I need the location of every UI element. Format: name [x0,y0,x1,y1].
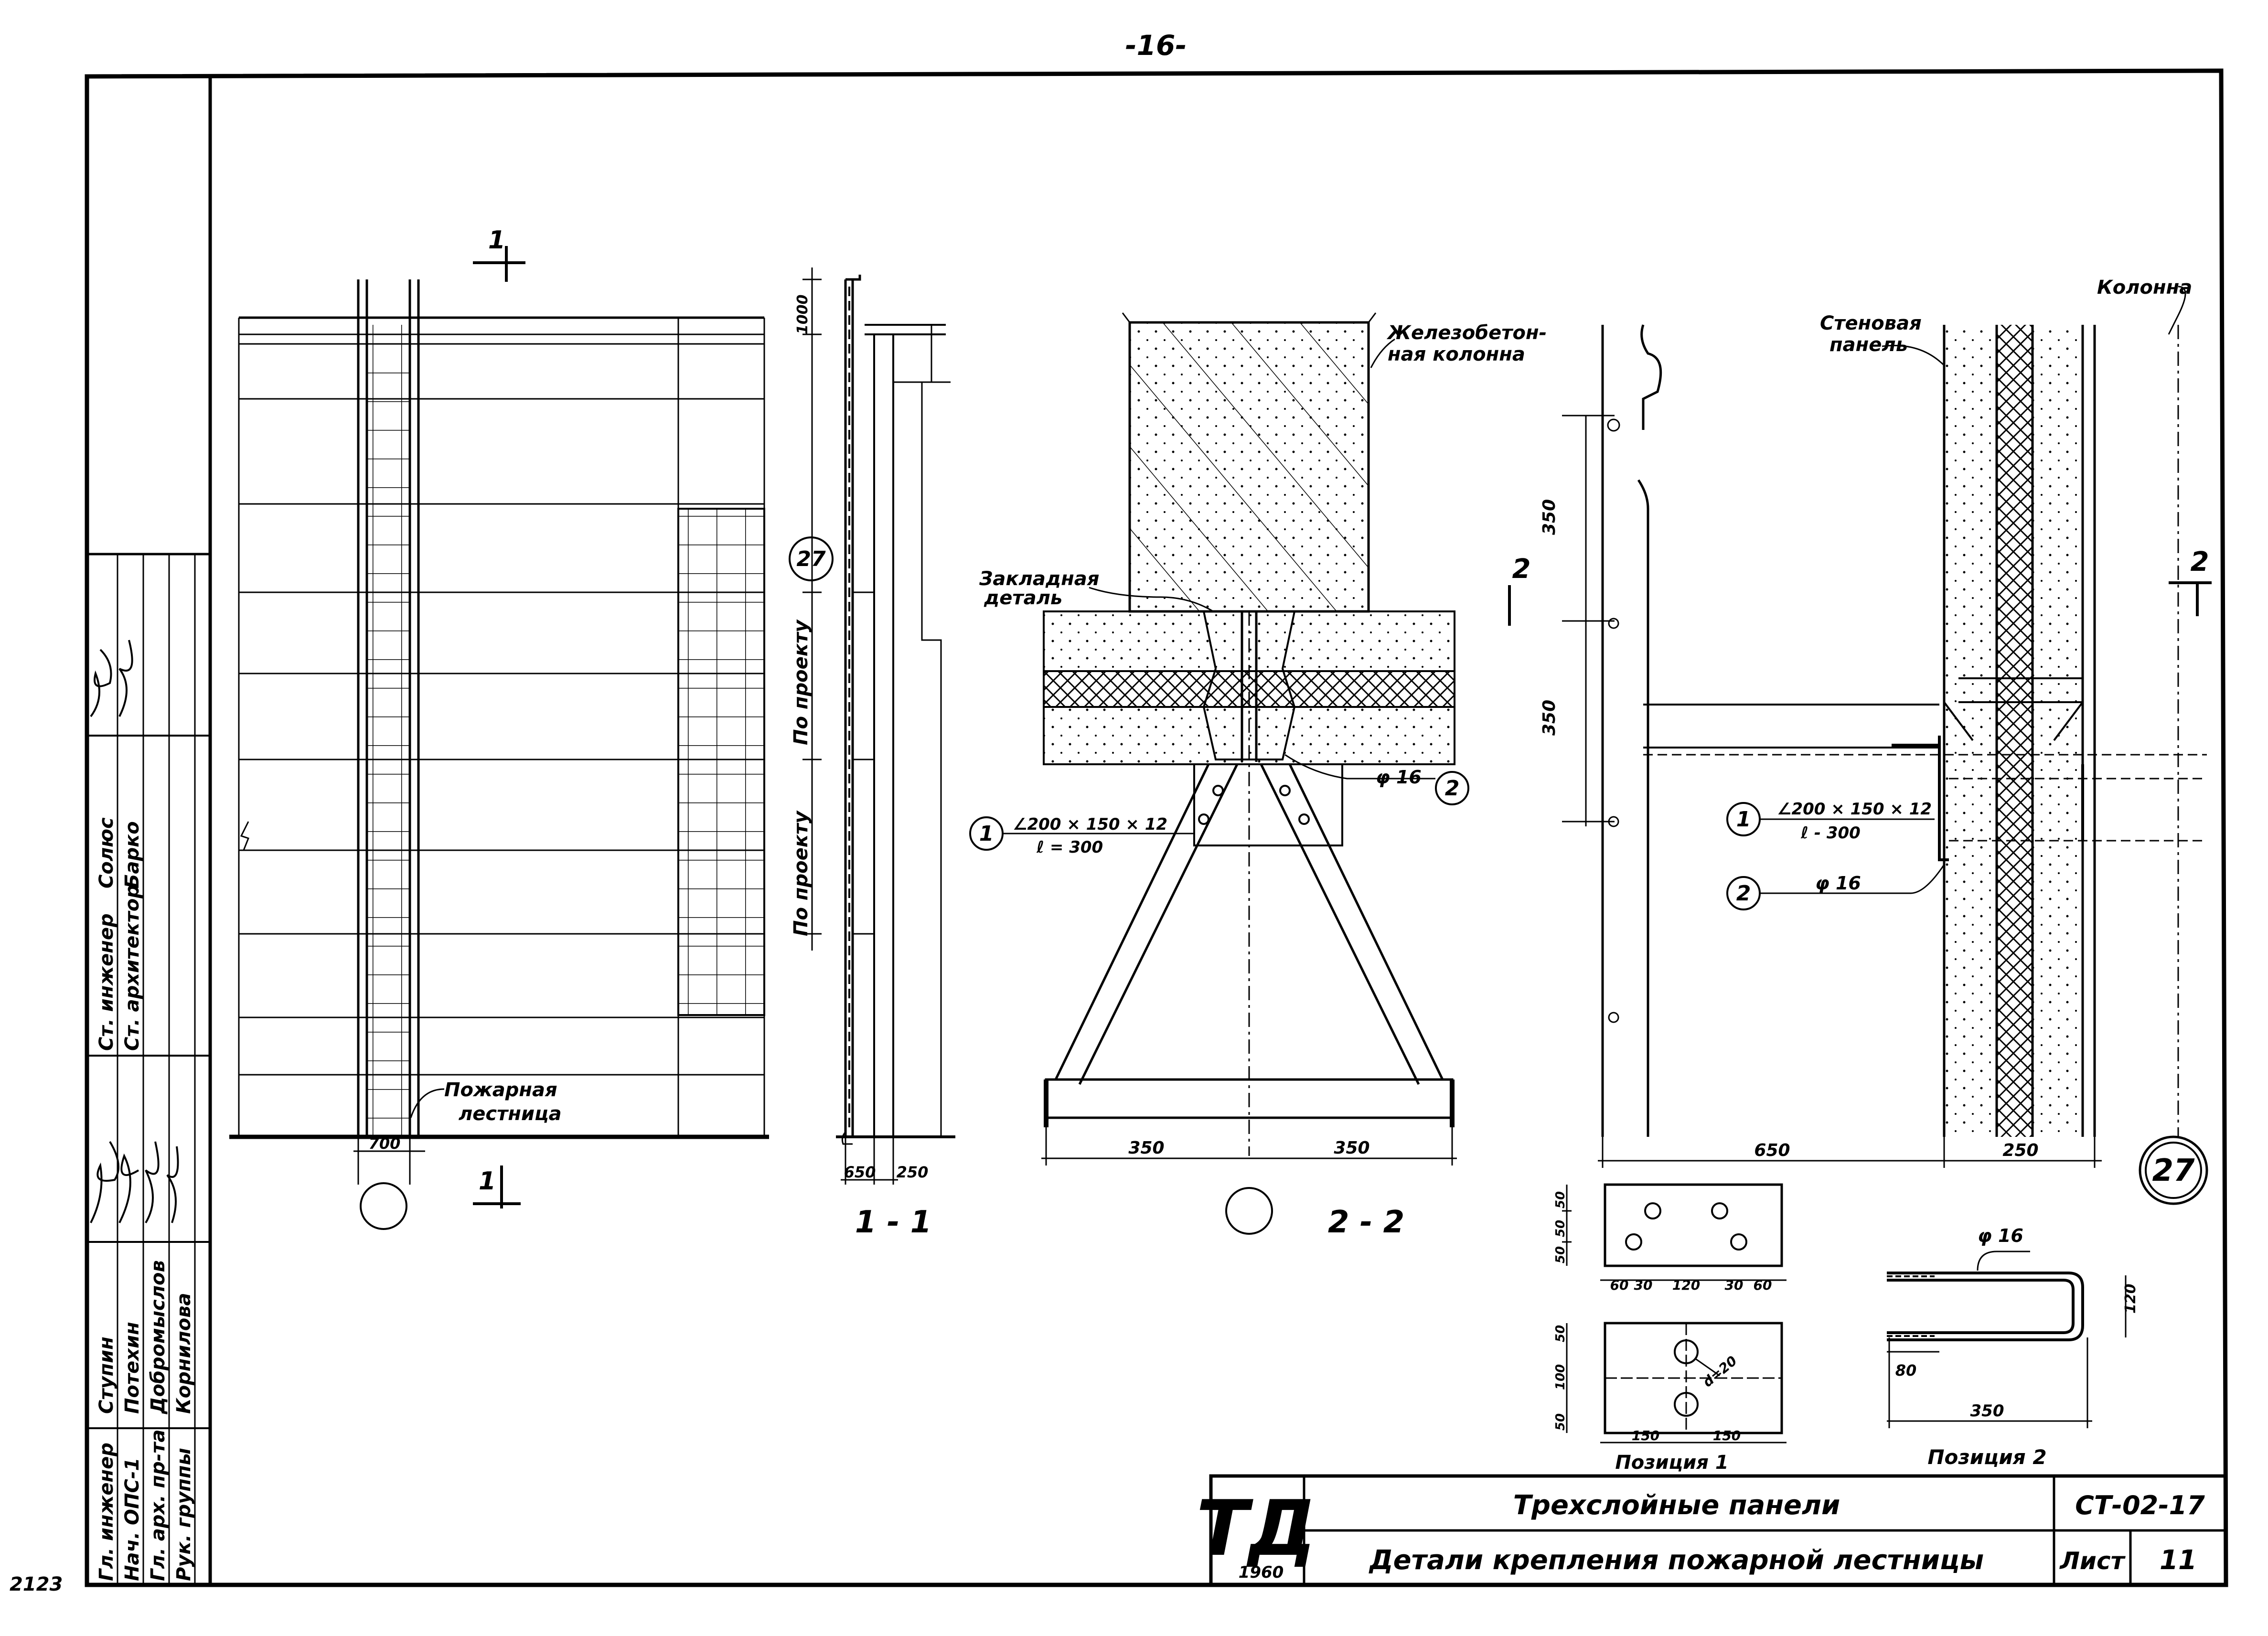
title-sub: Детали крепления пожарной лестницы [1369,1545,1984,1576]
stamp-role-6: Ст. архитектор [121,885,143,1051]
stamp-name-6: Барко [121,821,143,888]
detail-27-angle-1: ∠200 × 150 × 12 [1777,800,1932,819]
section-2-2-label-column-2: ная колонна [1388,343,1525,365]
section-2-2-dim-right: 350 [1334,1138,1369,1158]
pos1-h-2: 30 [1634,1277,1653,1293]
detail-27-section-mark-right: 2 [2191,546,2209,577]
stamp-role-4: Рук. группы [173,1448,195,1581]
stamp-role-5: Ст. инженер [96,913,118,1051]
detail-27-dim-350-a: 350 [1540,499,1559,535]
stamp-role-1: Гл. инженер [96,1443,118,1581]
detail-27-dim-650: 650 [1754,1141,1790,1160]
position-1-detail: 50 50 50 60 30 120 30 60 d=20 50 100 50 … [1553,1183,1787,1474]
pos2-dim-120: 120 [2122,1283,2139,1314]
fire-ladder [357,279,420,1137]
position-2-title: Позиция 2 [1927,1445,2046,1469]
position-2-detail: 120 80 350 φ 16 Позиция 2 [1887,1225,2139,1469]
page-number: -16- [1125,29,1187,62]
pos1-h-1: 60 [1610,1277,1629,1293]
detail-27-ref: 27 [2152,1153,2195,1188]
section-2-2-label-embed-1: Закладная [979,568,1099,590]
detail-27-dim-350-b: 350 [1540,700,1559,736]
ladder-label-2: лестница [459,1103,562,1125]
title-code: СТ-02-17 [2075,1490,2205,1520]
pos1-bv-1: 50 [1553,1325,1568,1342]
detail-27-section-mark-left: 2 [1512,554,1531,585]
section-1-1-dim-a: 650 [844,1163,876,1181]
pos2-rod: φ 16 [1978,1225,2023,1246]
pos1-bv-2: 100 [1553,1364,1568,1390]
title-year: 1960 [1239,1563,1284,1582]
section-1-1-label-b: По проекту [790,810,812,936]
pos2-dim-80: 80 [1895,1361,1917,1379]
facade-elevation: 1 1 Пожарная лестница 700 [229,226,769,1230]
pos1-h-3: 120 [1672,1277,1700,1293]
detail-27-angle-2: ℓ - 300 [1800,823,1861,843]
detail-27-pos2: 2 [1736,881,1751,906]
stamp-name-2: Потехин [121,1322,143,1414]
section-1-1-dim-b: 250 [897,1163,929,1181]
section-1-1-ref: 27 [796,547,826,571]
section-1-1-dim-top: 1000 [794,295,811,335]
stamp-name-3: Добромыслов [147,1260,169,1415]
signature-stamp: Гл. инженер Нач. ОПС-1 Гл. арх. пр-та Ру… [87,553,210,1585]
pos1-h-5: 60 [1754,1277,1772,1293]
title-main: Трехслойные панели [1513,1490,1840,1521]
section-2-2-angle-1: ∠200 × 150 × 12 [1013,815,1167,834]
section-2-2-dim-left: 350 [1128,1138,1164,1158]
detail-27-label-column: Колонна [2097,277,2192,299]
section-2-2-title: 2 - 2 [1328,1205,1404,1240]
section-1-1-title: 1 - 1 [855,1205,931,1240]
pos1-bh-2: 150 [1713,1428,1741,1444]
detail-27-rod: φ 16 [1815,873,1861,894]
section-2-2-pos2: 2 [1445,776,1460,801]
stamp-role-2: Нач. ОПС-1 [121,1458,143,1581]
section-2-2-label-column-1: Железобетон- [1386,322,1547,344]
title-logo: ТД [1196,1484,1316,1573]
section-2-2-pos1: 1 [979,822,994,846]
title-block: ТД 1960 Трехслойные панели Детали крепле… [1196,1474,2228,1587]
pos2-dim-350: 350 [1970,1401,2004,1421]
side-number: 2123 [10,1573,63,1595]
detail-27-pos1: 1 [1736,807,1751,832]
title-sheet-label: Лист [2059,1547,2126,1575]
elevation-dim-700: 700 [369,1134,401,1153]
pos1-bv-3: 50 [1553,1413,1568,1431]
position-1-title: Позиция 1 [1615,1452,1728,1474]
stamp-name-4: Корнилова [173,1293,195,1414]
pos1-v-2: 50 [1553,1220,1568,1237]
section-2-2-rod: φ 16 [1376,767,1422,788]
pos1-bh-1: 150 [1632,1428,1659,1444]
pos1-v-1: 50 [1553,1191,1568,1208]
section-1-1: 1000 По проекту По проекту 27 650 250 1 … [789,267,955,1240]
ladder-label-1: Пожарная [444,1079,557,1101]
title-sheet-number: 11 [2160,1545,2197,1576]
stamp-role-3: Гл. арх. пр-та [147,1430,169,1582]
section-1-1-label-a: По проекту [790,619,812,745]
signature-scribbles [90,640,179,1224]
section-2-2-angle-2: ℓ = 300 [1036,838,1103,857]
pos1-h-4: 30 [1725,1277,1744,1293]
stamp-name-1: Ступин [96,1337,118,1414]
detail-27-dim-250: 250 [2002,1141,2038,1160]
section-2-2: Железобетон- ная колонна Закладная детал… [969,312,1547,1240]
detail-27: Стеновая панель Колонна 2 2 350 350 1 ∠2… [1508,277,2212,1205]
section-2-2-label-embed-2: деталь [984,587,1062,609]
pos1-hole: d=20 [1700,1353,1740,1390]
stamp-name-5: Солюс [96,817,118,888]
detail-27-label-panel-1: Стеновая [1820,312,1922,334]
elevation-section-mark-bottom: 1 [479,1167,496,1196]
pos1-v-3: 50 [1553,1246,1568,1263]
elevation-section-mark-top: 1 [488,226,505,255]
